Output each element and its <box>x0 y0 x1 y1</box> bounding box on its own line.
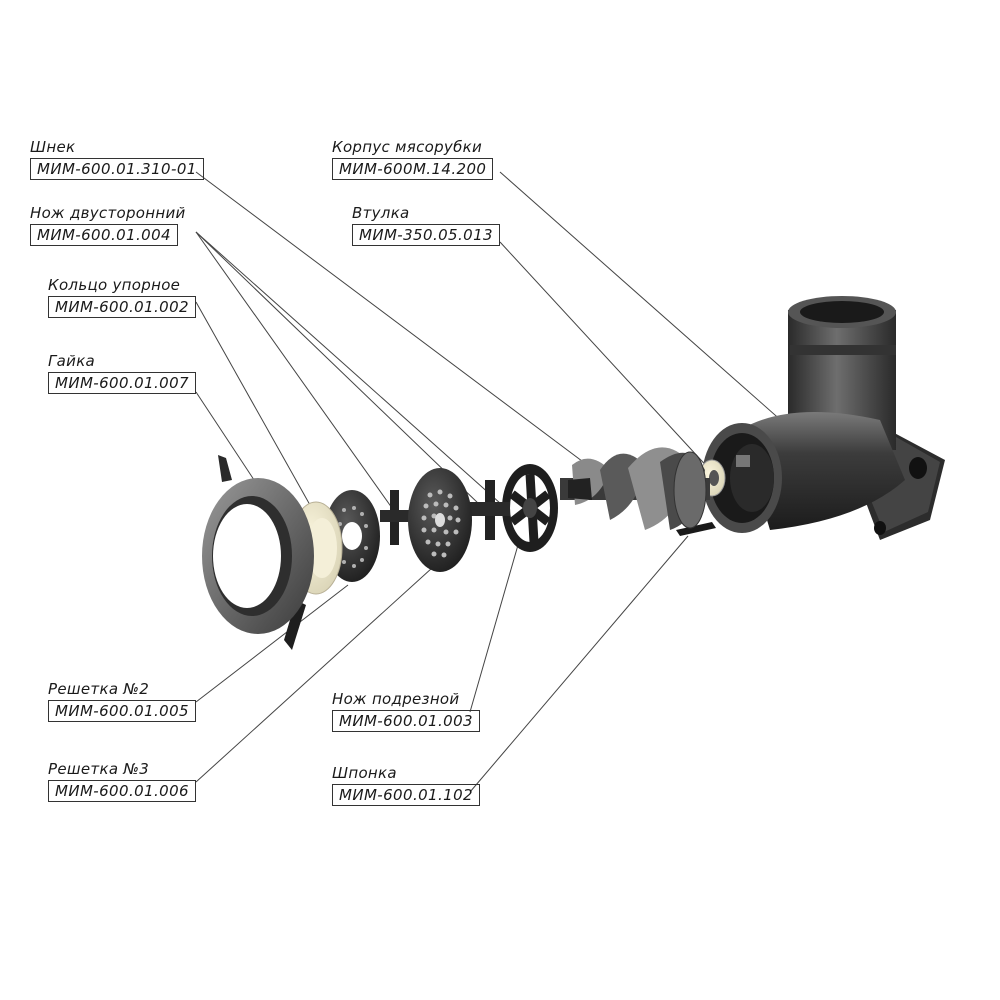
callout-nozh-dvustoronniy: Нож двусторонний МИМ-600.01.004 <box>30 204 186 246</box>
callout-gaika: Гайка МИМ-600.01.007 <box>48 352 197 394</box>
part-name: Нож подрезной <box>332 690 460 708</box>
callout-reshetka-3: Решетка №3 МИМ-600.01.006 <box>48 760 197 802</box>
grinder-body <box>702 296 945 540</box>
part-name: Гайка <box>48 352 96 370</box>
part-code: МИМ-350.05.013 <box>352 224 501 246</box>
part-code: МИМ-600.01.007 <box>48 372 197 394</box>
callout-korpus: Корпус мясорубки МИМ-600М.14.200 <box>332 138 494 180</box>
leader-lines <box>195 171 793 793</box>
callout-koltso: Кольцо упорное МИМ-600.01.002 <box>48 276 197 318</box>
part-code: МИМ-600.01.004 <box>30 224 179 246</box>
part-name: Нож двусторонний <box>30 204 186 222</box>
part-name: Решетка №3 <box>48 760 150 778</box>
part-name: Кольцо упорное <box>48 276 181 294</box>
callout-nozh-podreznoy: Нож подрезной МИМ-600.01.003 <box>332 690 481 732</box>
callout-shnek: Шнек МИМ-600.01.310-01 <box>30 138 204 180</box>
key <box>676 522 716 536</box>
callout-reshetka-2: Решетка №2 МИМ-600.01.005 <box>48 680 197 722</box>
callout-shponka: Шпонка МИМ-600.01.102 <box>332 764 481 806</box>
part-name: Корпус мясорубки <box>332 138 483 156</box>
part-code: МИМ-600.01.006 <box>48 780 197 802</box>
part-name: Шпонка <box>332 764 397 782</box>
part-code: МИМ-600.01.002 <box>48 296 197 318</box>
part-code: МИМ-600.01.310-01 <box>30 158 204 180</box>
callout-vtulka: Втулка МИМ-350.05.013 <box>352 204 501 246</box>
cutting-knife <box>502 464 558 552</box>
part-name: Втулка <box>352 204 410 222</box>
part-code: МИМ-600М.14.200 <box>332 158 494 180</box>
part-code: МИМ-600.01.102 <box>332 784 481 806</box>
part-name: Шнек <box>30 138 76 156</box>
part-code: МИМ-600.01.005 <box>48 700 197 722</box>
grate-3 <box>408 468 472 572</box>
part-code: МИМ-600.01.003 <box>332 710 481 732</box>
double-sided-knife <box>380 480 510 545</box>
part-name: Решетка №2 <box>48 680 150 698</box>
auger <box>560 447 710 530</box>
nut <box>202 455 314 650</box>
